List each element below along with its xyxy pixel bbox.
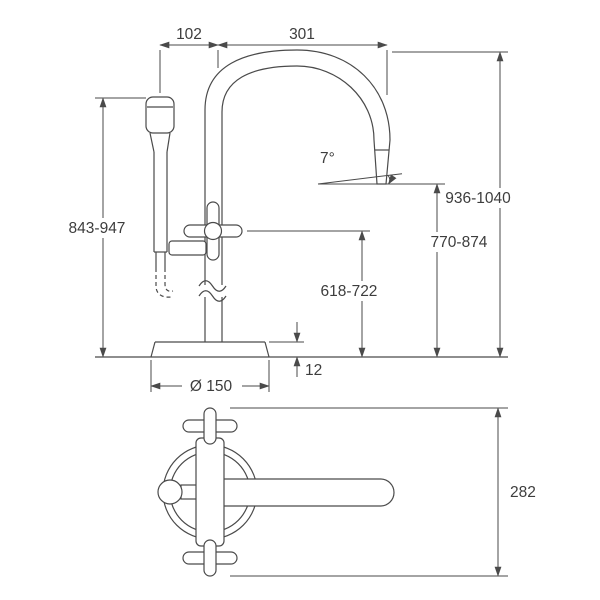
plan-view-dimensions — [230, 407, 508, 577]
base-plate-left — [150, 341, 156, 358]
valve-body-plan — [195, 437, 225, 547]
break-squiggle-bottom — [198, 290, 227, 302]
hand-shower-bracket — [168, 240, 207, 256]
dim-label-spout-outlet-height: 770-874 — [431, 234, 488, 251]
base-plate-right — [264, 341, 270, 358]
dim-label-hand-shower-offset: 102 — [176, 26, 202, 43]
dim-label-base-diameter: Ø 150 — [190, 378, 233, 395]
spout-plan — [209, 478, 395, 507]
dim-label-base-thickness: 12 — [305, 362, 322, 379]
hose-hidden-right — [164, 268, 174, 292]
bottom-cross-handle-vertical — [203, 539, 217, 577]
diverter-knob — [157, 479, 183, 505]
dim-label-hand-shower-height: 843-947 — [69, 220, 126, 237]
hose-hidden-left — [155, 268, 172, 298]
side-view-dimensions — [95, 41, 508, 392]
plan-view-labels: 282 — [510, 484, 536, 501]
spout-outlet — [373, 139, 391, 185]
dim-label-spout-angle: 7° — [320, 150, 335, 167]
hand-shower-head — [145, 96, 175, 134]
spout-outer-curve — [204, 49, 391, 141]
side-view-product — [95, 49, 508, 358]
dim-label-overall-height: 936-1040 — [445, 190, 511, 207]
top-cross-handle-vertical — [203, 407, 217, 445]
dim-label-handle-height: 618-722 — [321, 283, 378, 300]
hand-shower-taper-right — [166, 132, 171, 153]
angle-arc-arrow — [387, 174, 397, 185]
plan-view-product — [157, 407, 395, 577]
cross-handle-hub — [203, 221, 223, 241]
hand-shower-taper-left — [149, 132, 155, 153]
spout-inner-curve — [221, 65, 375, 141]
side-view-labels: 102 301 936-1040 770-874 618-722 843-947… — [69, 26, 512, 395]
dim-label-overall-depth: 282 — [510, 484, 536, 501]
dim-label-spout-reach: 301 — [289, 26, 315, 43]
break-squiggle-top — [198, 280, 227, 292]
